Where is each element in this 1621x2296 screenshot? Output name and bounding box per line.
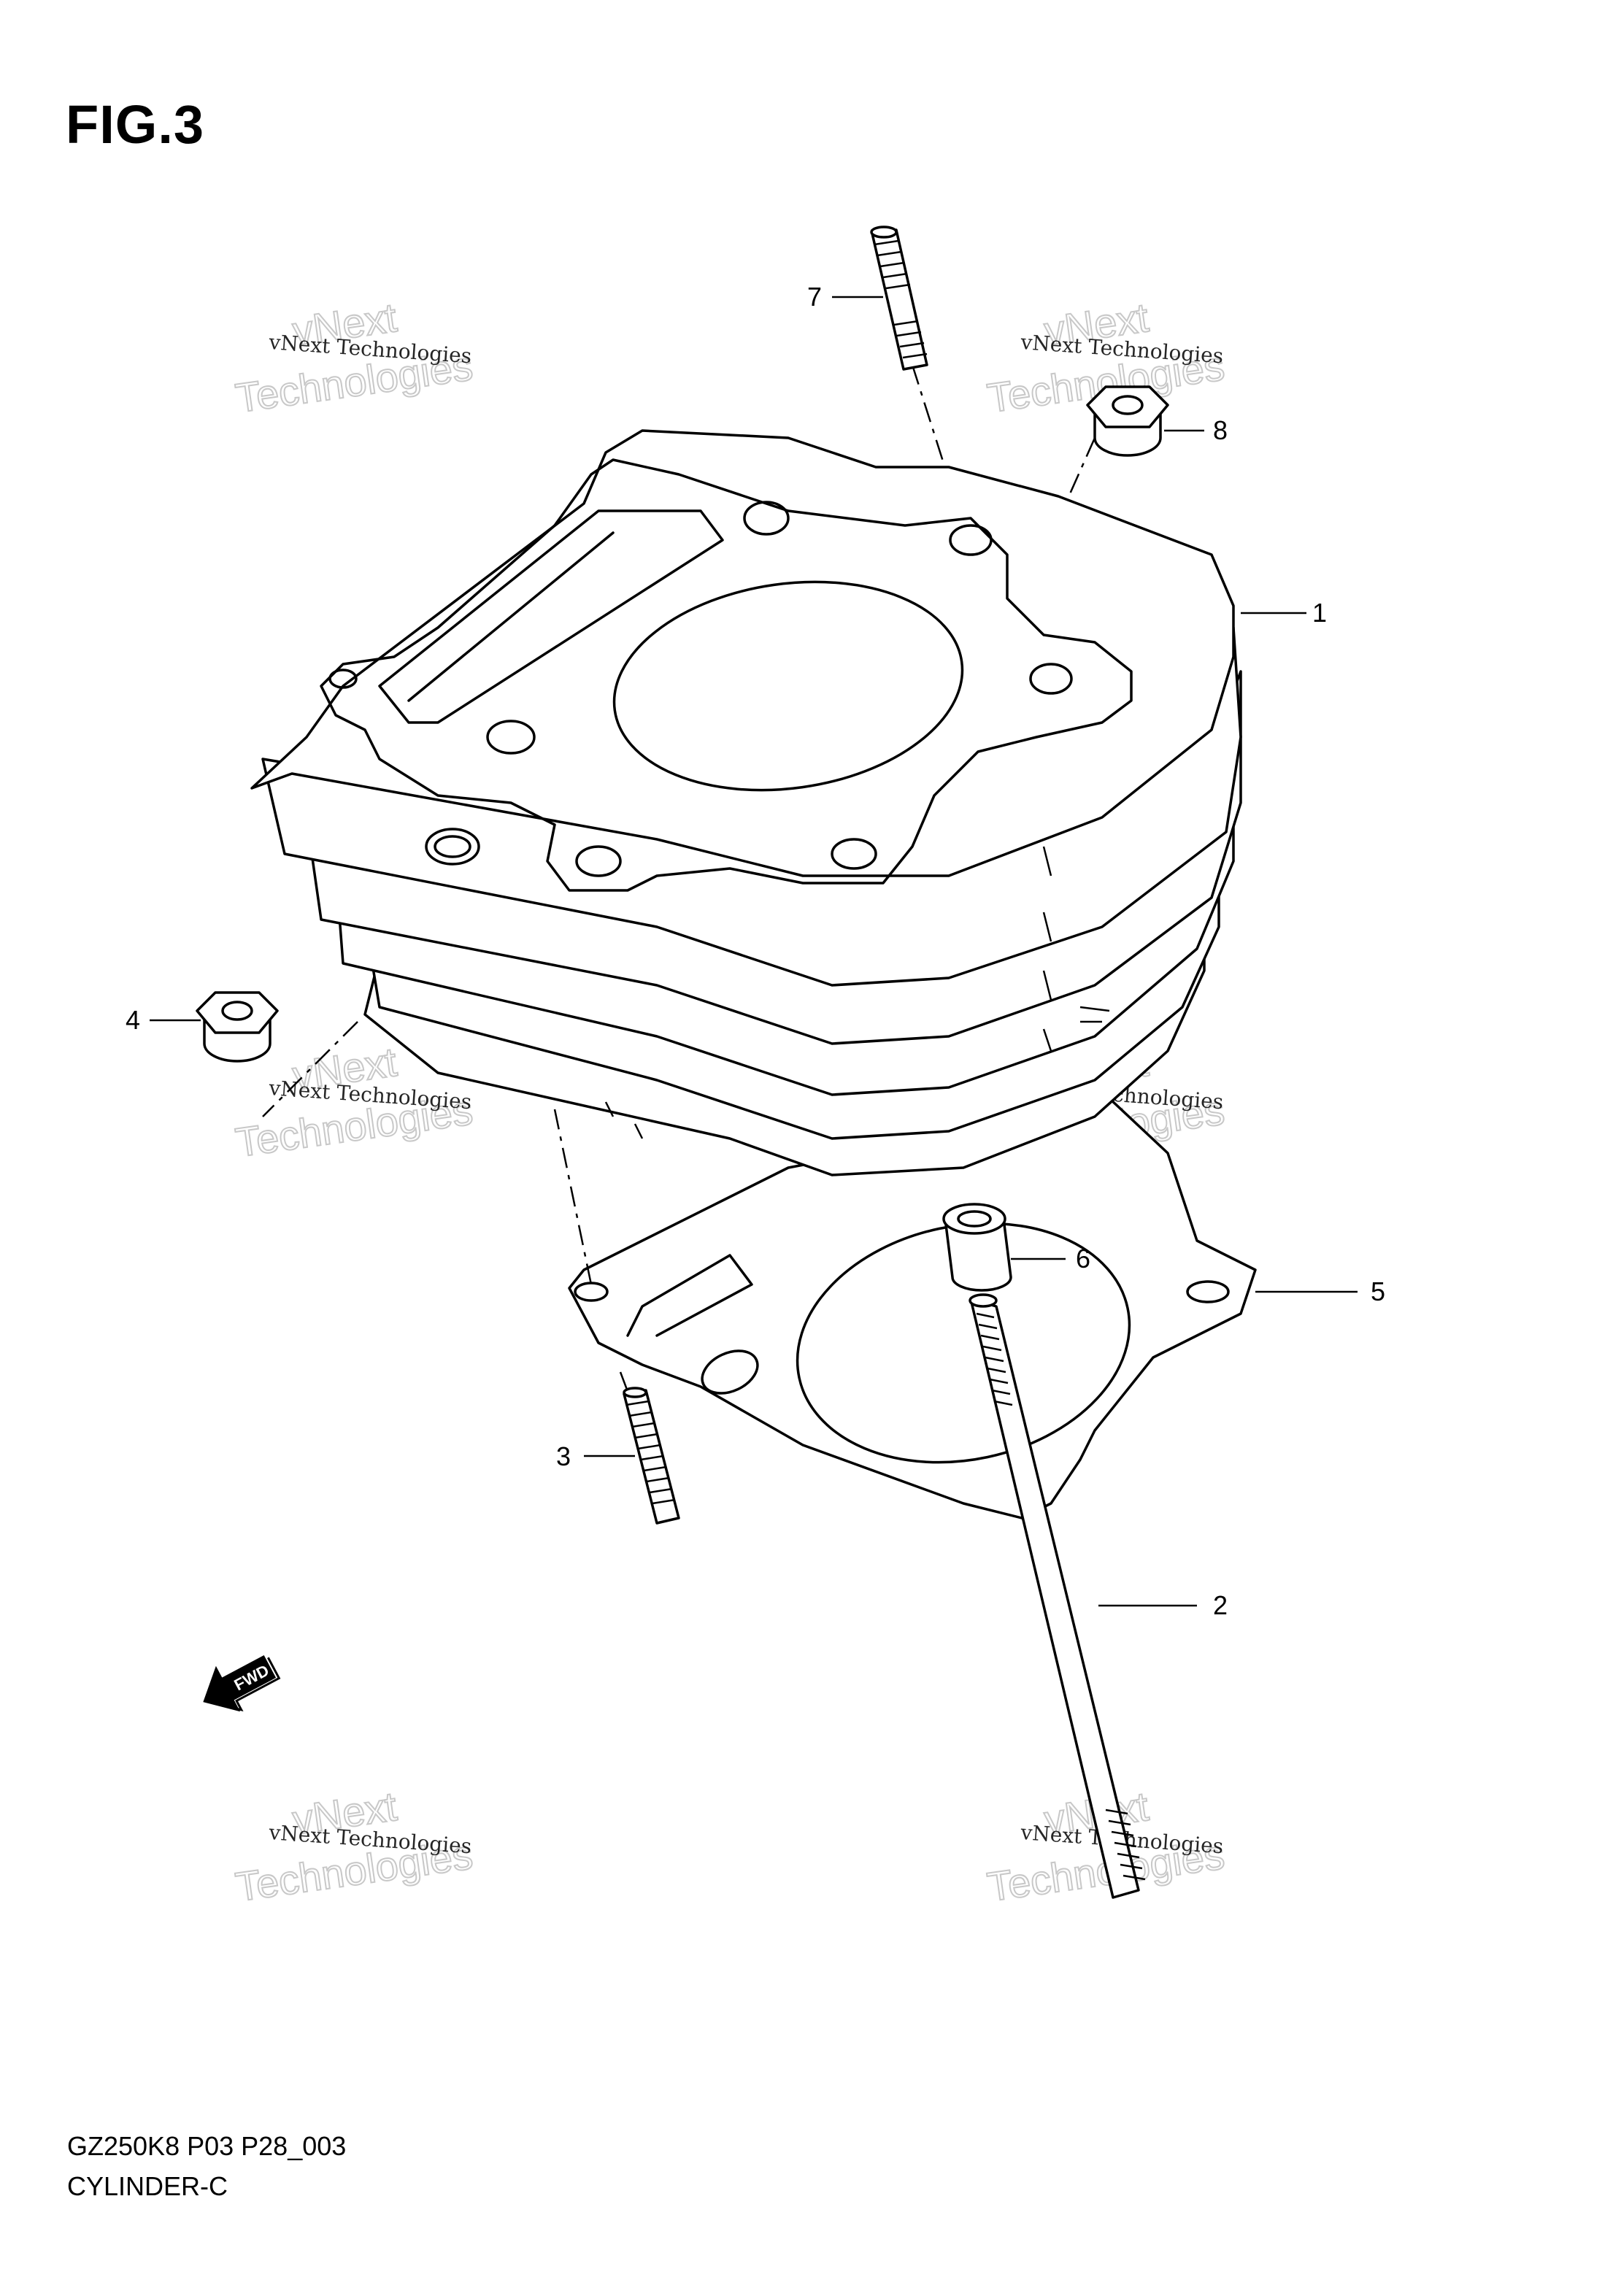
part-1-cylinder xyxy=(250,429,1242,1176)
fwd-arrow-icon: FWD xyxy=(203,1655,281,1712)
part-7-top-stud xyxy=(870,226,928,371)
callout-6: 6 xyxy=(1076,1244,1090,1274)
callout-2: 2 xyxy=(1213,1590,1228,1620)
part-5-gasket xyxy=(568,1097,1257,1519)
part-4-nut xyxy=(196,991,279,1063)
part-3-short-stud xyxy=(623,1387,680,1525)
centerline-stud-7 xyxy=(911,364,965,526)
part-8-nut xyxy=(1086,385,1169,457)
callout-8: 8 xyxy=(1213,415,1228,445)
part-2-long-stud xyxy=(969,1293,1146,1899)
part-6-dowel xyxy=(942,1203,1012,1292)
drawing-code: GZ250K8 P03 P28_003 xyxy=(67,2131,347,2161)
figure-title: FIG.3 xyxy=(66,94,205,155)
callout-4: 4 xyxy=(126,1005,140,1035)
centerline-nut-8 xyxy=(1064,437,1096,504)
callout-3: 3 xyxy=(556,1441,571,1471)
callout-5: 5 xyxy=(1371,1276,1385,1306)
callout-7: 7 xyxy=(807,282,822,312)
callout-1: 1 xyxy=(1312,598,1327,628)
centerline-stud-3 xyxy=(553,1109,593,1285)
drawing-name: CYLINDER-C xyxy=(67,2171,228,2201)
